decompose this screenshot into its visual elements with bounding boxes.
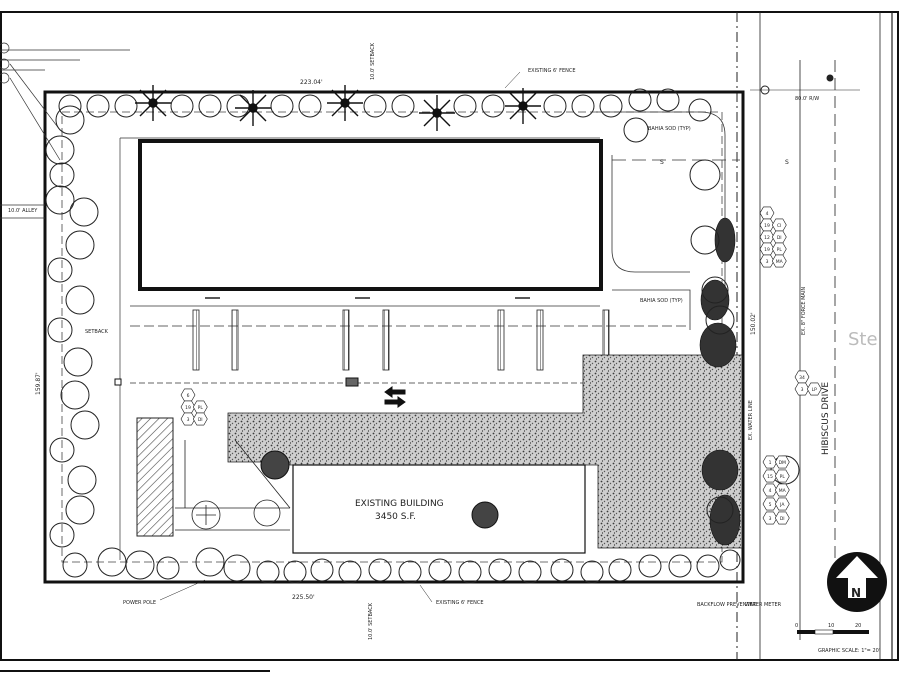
tag-rl-3-c-text: JA — [779, 502, 785, 508]
label-row: 80.0' R/W — [795, 96, 819, 102]
right-of-way — [736, 12, 893, 660]
tag-rt-4-n-text: 3 — [766, 259, 769, 265]
tag-rl-0-n-text: 1 — [769, 460, 772, 466]
left-offsite-lines — [0, 42, 130, 219]
tag-rl-2-c-text: MA — [779, 488, 787, 494]
tag-rt-3-n-text: 19 — [764, 247, 770, 253]
tag-l-0-n-text: 6 — [187, 393, 190, 399]
tag-rl-1-c-text: PL — [780, 474, 786, 480]
plant-tags-left: 6 19 PL 3 DI — [180, 388, 208, 426]
north-label: N — [851, 586, 861, 600]
utility-box-left — [114, 378, 122, 386]
label-setback-bottom: 10.0' SETBACK — [368, 602, 374, 640]
tag-l-2-c-text: DI — [198, 417, 203, 423]
planting-shrub-left — [260, 450, 290, 480]
tag-rl-0-c-hex — [774, 455, 790, 469]
plant-tags-right-mid: 34 3 LP — [794, 370, 822, 396]
label-water-meter: WATER METER — [745, 602, 782, 608]
tag-rl-4-n-text: 3 — [769, 516, 772, 522]
tag-l-1-n-text: 19 — [185, 405, 191, 411]
tag-rm-1-c-hex — [806, 382, 822, 396]
tag-rt-3-c-text: PL — [777, 247, 783, 253]
tag-rl-3-n-text: 5 — [769, 502, 772, 508]
setback-line — [61, 111, 723, 563]
tag-rt-2-c-text: DI — [777, 235, 782, 241]
tag-rl-4-n-hex — [762, 511, 778, 525]
tag-rt-1-c-text: CI — [777, 223, 781, 229]
utility-box — [345, 377, 359, 387]
tag-rm-0-n-text: 34 — [799, 375, 805, 381]
plant-tags-right-low: 1 DM 15 PL 4 MA 5 JA 3 DI — [762, 455, 790, 525]
tag-rt-2-n-text: 12 — [764, 235, 770, 241]
tag-rl-3-n-hex — [762, 497, 778, 511]
scale-tick-10: 10 — [828, 623, 834, 629]
tag-l-2-n-text: 3 — [187, 417, 190, 423]
proposed-building — [138, 139, 603, 291]
tag-rl-4-c-hex — [774, 511, 790, 525]
traffic-arrows — [384, 386, 406, 408]
dim-right: 150.02' — [750, 312, 757, 335]
tag-rl-2-c-hex — [774, 483, 790, 497]
watermark: Ste — [848, 329, 878, 350]
tag-rl-2-n-text: 4 — [769, 488, 772, 494]
tag-l-1-c-text: PL — [198, 405, 204, 411]
dim-bottom: 225.50' — [292, 594, 315, 601]
scale-tick-0: 0 — [795, 623, 798, 629]
tag-rm-1-c-text: LP — [812, 387, 818, 393]
sewer-label-2: S — [785, 159, 789, 166]
dim-left: 159.87' — [35, 372, 42, 395]
label-setback-top: 10.0' SETBACK — [370, 42, 376, 80]
label-street: HIBISCUS DRIVE — [821, 382, 831, 455]
scale-tick-20: 20 — [855, 623, 861, 629]
tag-rm-1-n-text: 3 — [801, 387, 804, 393]
tag-rl-4-c-text: DI — [780, 516, 785, 522]
graphic-scale: 0 10 20 GRAPHIC SCALE: 1"= 20' — [795, 623, 880, 654]
tree-row-top — [58, 88, 712, 143]
tag-rt-1-n-text: 19 — [764, 223, 770, 229]
tag-rl-2-n-hex — [762, 483, 778, 497]
tag-rl-0-n-hex — [762, 455, 778, 469]
north-arrow: N — [827, 552, 887, 612]
palm-trees — [135, 85, 541, 131]
tag-rl-0-c-text: DM — [779, 460, 786, 466]
existing-building — [292, 464, 586, 554]
label-fence-bottom: EXISTING 6' FENCE — [436, 600, 484, 606]
label-road-line: EX. 8" FORCE MAIN — [801, 287, 807, 335]
label-sod-top: BAHIA SOD (TYP) — [648, 126, 691, 132]
tag-rt-4-c-hex — [771, 254, 787, 268]
left-structures — [175, 439, 291, 531]
tag-rl-3-c-hex — [774, 497, 790, 511]
tag-rm-1-n-hex — [794, 382, 810, 396]
tree-row-bottom — [62, 547, 741, 584]
label-power-pole: POWER POLE — [123, 600, 156, 606]
tag-rt-4-c-text: MA — [776, 259, 784, 265]
label-setback-left: SETBACK — [85, 329, 109, 335]
tag-rl-1-n-text: 15 — [767, 474, 773, 480]
label-fence-top: EXISTING 6' FENCE — [528, 68, 576, 74]
building-shrub — [471, 501, 499, 529]
sewer-label-1: S — [660, 159, 664, 166]
tree-row-left — [45, 105, 100, 548]
property-boundary — [43, 90, 745, 584]
dim-top: 223.04' — [300, 79, 323, 86]
sheet-border — [0, 11, 899, 661]
scale-label: GRAPHIC SCALE: 1"= 20' — [818, 648, 880, 654]
hatched-area — [136, 417, 174, 537]
tag-l-2-c-hex — [192, 412, 208, 426]
parking-islands — [192, 309, 610, 371]
label-backflow: BACKFLOW PREVENTER — [697, 602, 757, 608]
tag-rt-0-n-text: 4 — [766, 211, 769, 217]
tag-l-2-n-hex — [180, 412, 196, 426]
tag-rl-1-n-hex — [762, 469, 778, 483]
label-water-line: EX. WATER LINE — [748, 400, 754, 440]
building-area: 3450 S.F. — [375, 512, 416, 522]
label-alley: 10.0' ALLEY — [8, 208, 38, 214]
tag-rt-4-n-hex — [759, 254, 775, 268]
tag-rl-1-c-hex — [774, 469, 790, 483]
building-name: EXISTING BUILDING — [355, 499, 444, 509]
shrub-cluster-right — [699, 217, 741, 546]
label-sod-mid: BAHIA SOD (TYP) — [640, 298, 683, 304]
